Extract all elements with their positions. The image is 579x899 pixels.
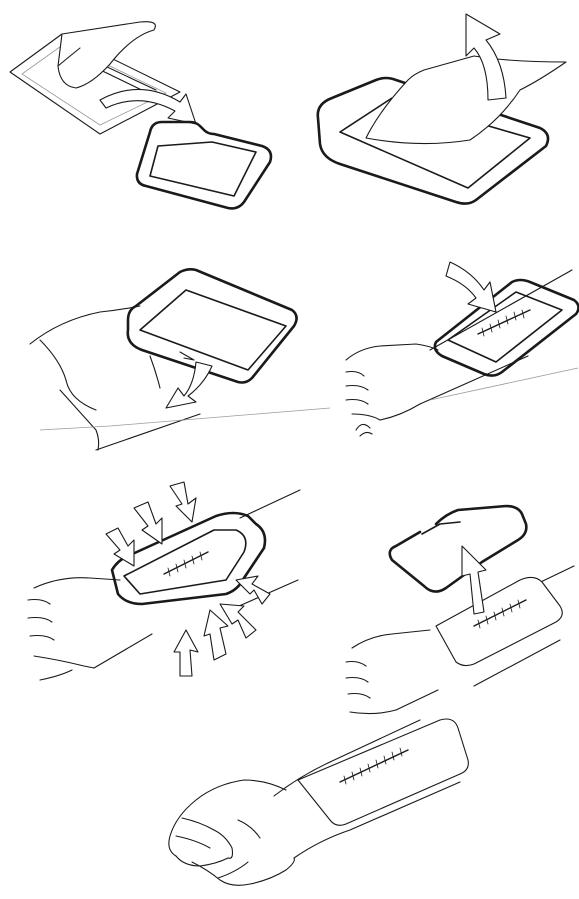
- panel-3-down-arrow: [166, 362, 212, 408]
- panel-1-dressing-frame: [137, 122, 271, 208]
- panel-5-press-edges: [28, 482, 300, 680]
- panel-4-place-over-incision: [346, 262, 579, 436]
- panel-6-lifted-frame: [390, 506, 527, 592]
- panel-6-remove-frame: [346, 506, 574, 714]
- panel-4-dressing-frame: [435, 280, 579, 376]
- panel-3-limb-outline: [30, 306, 140, 344]
- panel-1-peel-liner: [10, 22, 271, 209]
- panel-7-fist: [169, 780, 286, 856]
- panel-5-press-arrow-5: [204, 610, 228, 660]
- panel-1-dressing-window: [150, 142, 256, 196]
- panel-4-hand-outline: [346, 344, 438, 360]
- panel-3-position-dressing: [30, 269, 330, 450]
- panel-5-press-arrow-4: [174, 630, 198, 676]
- panel-6-hand-outline: [352, 630, 430, 648]
- panel-5-incision: [164, 552, 208, 574]
- panel-5-press-arrow-2: [134, 502, 162, 544]
- panel-7-dressing: [298, 719, 468, 825]
- panel-2-remove-liner: [318, 14, 566, 204]
- panel-6-applied-dressing: [436, 577, 562, 665]
- panel-2-lifting-liner: [366, 56, 566, 144]
- panel-5-press-arrow-6: [220, 604, 256, 638]
- panel-5-hand-outline: [34, 578, 120, 588]
- panel-5-dressing-frame: [112, 513, 265, 604]
- panel-4-dressing-window: [448, 292, 562, 362]
- panel-5-press-arrow-3: [170, 482, 196, 522]
- panel-4-down-arrow: [446, 262, 496, 312]
- panel-7-applied-dressing: [169, 719, 468, 885]
- panel-6-up-arrow: [462, 546, 486, 614]
